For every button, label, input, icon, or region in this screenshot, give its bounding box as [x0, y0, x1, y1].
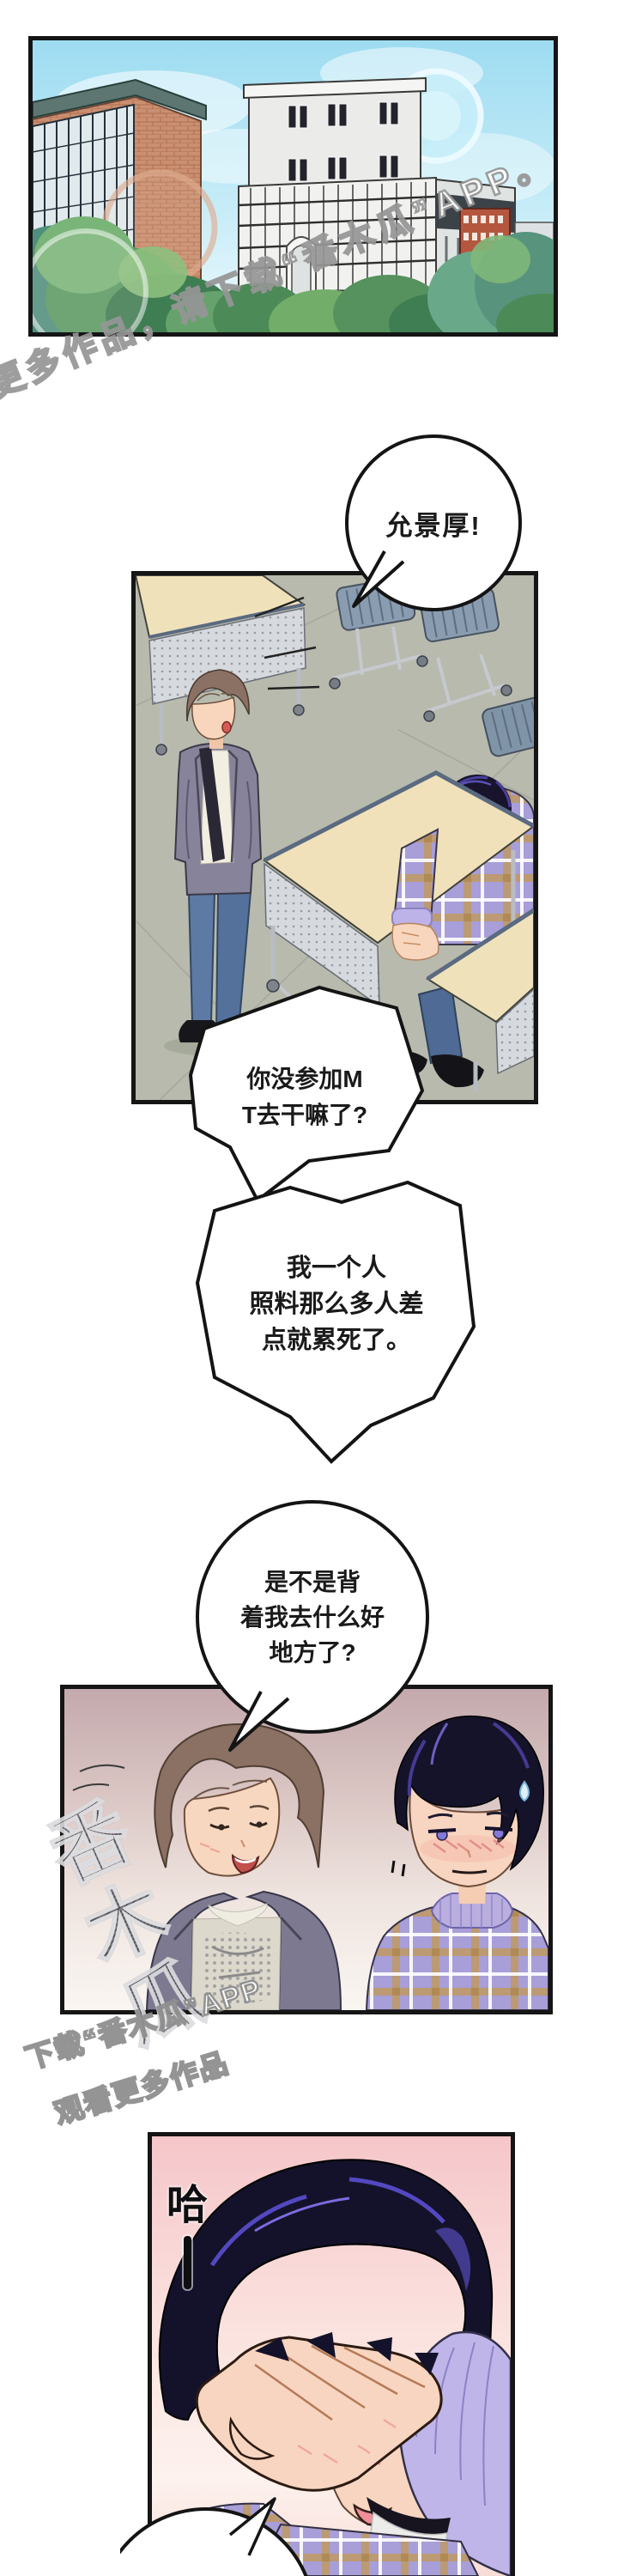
standing-student: [164, 669, 270, 1056]
speech-bubble-4-tail: [228, 1691, 290, 1752]
hair: [158, 2159, 494, 2421]
speech-bubble-2: [188, 985, 425, 1204]
sfx-ha-char: 哈: [167, 2183, 209, 2228]
two-students-illustration: [72, 1715, 548, 2010]
emphasis-lines: [254, 596, 320, 690]
sfx-elongation-bar: [183, 2236, 191, 2289]
desk-main: [263, 770, 534, 1070]
speech-bubble-1-text: 允景厚!: [385, 510, 482, 541]
desk-back-left: [136, 575, 306, 756]
panel-two-students: [60, 1685, 553, 2014]
speech-line: 你没参加M: [246, 1066, 363, 1092]
speech-bubble-3: [195, 1180, 476, 1464]
desk-front-right: [426, 908, 534, 1091]
sfx-ha: 哈: [167, 2171, 208, 2289]
hair-fringe: [255, 2332, 439, 2375]
speech-bubble-1-tail: [352, 550, 405, 608]
speech-line: T去干嘛了?: [241, 1102, 368, 1128]
seated-student-arms: [391, 828, 439, 961]
speech-line: 地方了?: [269, 1638, 356, 1666]
panel-school-exterior: [28, 36, 558, 337]
speech-bubble-bottom-partial: [120, 2497, 308, 2576]
school-illustration: [33, 40, 554, 332]
chair-frames: [332, 626, 506, 713]
panel-classroom: [131, 571, 538, 1104]
speech-bubble-2-text: 你没参加M T去干嘛了?: [206, 1061, 403, 1133]
hand: [195, 2336, 443, 2492]
trees: [33, 216, 554, 332]
speech-line: 点就累死了。: [261, 1327, 411, 1354]
speech-line: 着我去什么好: [239, 1603, 385, 1631]
speech-line: 我一个人: [286, 1255, 386, 1282]
speech-line: 照料那么多人差: [249, 1291, 424, 1318]
speech-bubble-3-text: 我一个人 照料那么多人差 点就累死了。: [225, 1250, 448, 1358]
seated-student-legs: [393, 984, 484, 1088]
student-dark-hair: [365, 1715, 548, 2010]
speech-bubble-4: 是不是背 着我去什么好 地方了?: [196, 1500, 429, 1734]
chair-seated: [482, 694, 534, 757]
student-brown-hair: [72, 1723, 342, 2010]
speech-line: 是不是背: [264, 1568, 360, 1595]
entrance: [286, 236, 317, 299]
